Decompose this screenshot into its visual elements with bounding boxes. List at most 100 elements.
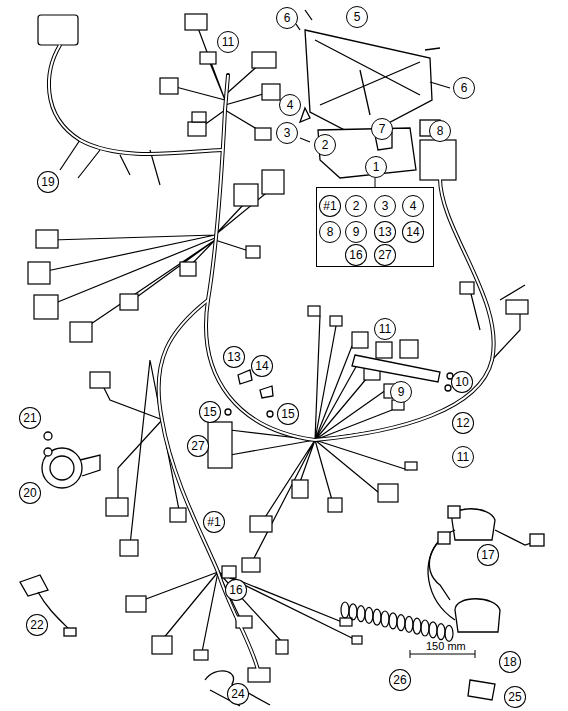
- drawing-stroke: [292, 480, 308, 498]
- callout-number: 21: [23, 411, 36, 425]
- callout-circle: 25: [504, 686, 526, 708]
- callout-circle: 13: [223, 346, 245, 368]
- callout-circle: 24: [227, 683, 249, 705]
- drawing-stroke: [352, 332, 368, 348]
- drawing-stroke: [106, 498, 128, 516]
- drawing-stroke: [318, 128, 416, 178]
- drawing-stroke: [242, 558, 260, 572]
- drawing-stroke: [42, 28, 525, 652]
- drawing-stroke: [172, 28, 270, 132]
- callout-circle: 9: [390, 381, 412, 403]
- callout-number: 27: [191, 439, 204, 453]
- callout-circle: 9: [345, 221, 367, 243]
- callout-number: 12: [456, 416, 469, 430]
- spiral-wrap-turn: [389, 613, 397, 629]
- callout-circle: 11: [217, 31, 239, 53]
- drawing-stroke: [58, 30, 160, 185]
- drawing-stroke: [49, 45, 494, 670]
- drawing-stroke: [185, 14, 207, 30]
- drawing-stroke: [126, 596, 146, 612]
- callout-number: 15: [203, 405, 216, 419]
- drawing-stroke: [205, 671, 270, 706]
- drawing-stroke: [255, 128, 271, 140]
- callout-number: 1: [365, 156, 387, 178]
- callout-circle: 11: [452, 446, 474, 468]
- drawing-stroke: [64, 628, 76, 636]
- callout-circle: 3: [374, 195, 396, 217]
- drawing-stroke: [80, 455, 100, 476]
- drawing-stroke: [49, 45, 222, 154]
- callout-number: 11: [222, 35, 234, 49]
- drawing-stroke: [192, 112, 206, 122]
- callout-number: 19: [41, 175, 54, 189]
- drawing-stroke: [28, 262, 50, 284]
- callout-number: 26: [393, 673, 406, 687]
- drawing-stroke: [375, 178, 376, 187]
- drawing-stroke: [38, 15, 78, 45]
- drawing-stroke: [42, 448, 82, 488]
- drawing-stroke: [276, 640, 288, 654]
- callout-number: #1: [207, 515, 220, 529]
- drawing-stroke: [160, 78, 178, 94]
- drawing-stroke: [194, 650, 208, 660]
- drawing-stroke: [470, 285, 525, 360]
- callout-number: 13: [227, 350, 240, 364]
- callout-number: 22: [30, 618, 43, 632]
- callout-circle: 7: [371, 118, 393, 140]
- callout-number: 16: [229, 583, 242, 597]
- kit-box: 1#12348913141627: [316, 187, 434, 267]
- drawing-stroke: [296, 10, 450, 88]
- callout-circle: 6: [453, 77, 475, 99]
- drawing-stroke: [445, 385, 451, 391]
- drawing-stroke: [36, 230, 58, 248]
- callout-number: 8: [327, 225, 334, 239]
- drawing-stroke: [400, 340, 418, 358]
- callout-number: 10: [455, 375, 468, 389]
- callout-circle: 27: [187, 435, 209, 457]
- callout-circle: 8: [429, 120, 451, 142]
- callout-circle: 10: [451, 371, 473, 393]
- callout-circle: 15: [277, 403, 299, 425]
- drawing-stroke: [120, 294, 138, 310]
- drawing-stroke: [90, 372, 110, 388]
- drawing-stroke: [340, 618, 352, 626]
- callout-number: 15: [281, 407, 294, 421]
- spiral-wrap-turn: [357, 606, 365, 622]
- callout-number: 27: [378, 248, 391, 262]
- drawing-stroke: [429, 530, 540, 600]
- drawing-stroke: [188, 122, 206, 136]
- drawing-stroke: [28, 14, 528, 682]
- callout-number: 17: [481, 548, 494, 562]
- callout-number: 20: [23, 486, 36, 500]
- drawing-stroke: [376, 342, 392, 358]
- callout-circle: 14: [402, 221, 424, 243]
- callout-number: 6: [461, 81, 468, 95]
- callout-number: 8: [437, 124, 444, 138]
- callout-number: 14: [255, 359, 268, 373]
- drawing-stroke: [42, 190, 270, 330]
- callout-circle: 3: [276, 122, 298, 144]
- drawing-stroke: [248, 668, 270, 682]
- callout-circle: 22: [26, 614, 48, 636]
- callout-number: 9: [353, 225, 360, 239]
- drawing-stroke: [44, 448, 52, 456]
- drawing-stroke: [405, 462, 417, 470]
- cable-core: [206, 75, 315, 440]
- callout-circle: 16: [345, 244, 367, 266]
- drawing-stroke: [308, 306, 320, 316]
- callout-number: 6: [284, 11, 291, 25]
- callout-circle: 13: [374, 221, 396, 243]
- drawing-stroke: [200, 52, 216, 64]
- callout-number: 9: [398, 385, 405, 399]
- callout-circle: 6: [276, 7, 298, 29]
- spiral-wrap-turn: [429, 622, 437, 638]
- spiral-wrap-turn: [341, 602, 349, 618]
- drawing-stroke: [252, 52, 276, 68]
- drawing-stroke: [530, 534, 544, 546]
- callout-circle: 17: [477, 544, 499, 566]
- callout-circle: 15: [199, 401, 221, 423]
- drawing-stroke: [262, 170, 284, 194]
- drawing-stroke: [20, 10, 544, 706]
- drawing-stroke: [208, 422, 232, 468]
- callout-circle: 21: [19, 407, 41, 429]
